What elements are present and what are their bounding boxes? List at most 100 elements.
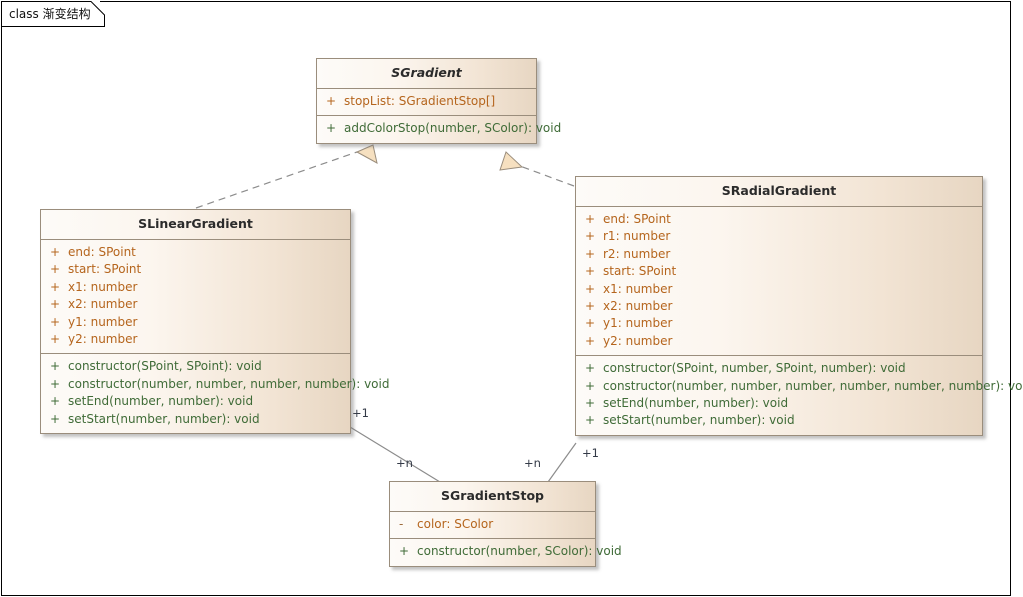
member-signature: constructor(SPoint, SPoint): void — [68, 359, 262, 374]
frame-border-bottom — [1, 595, 1011, 596]
member-signature: x1: number — [68, 279, 138, 294]
class-title-slineargradient: SLinearGradient — [41, 210, 350, 240]
operation-row: + constructor(number, SColor): void — [390, 543, 622, 560]
attribute-row: + start: SPoint — [576, 263, 982, 280]
diagram-title-label: class 渐变结构 — [9, 7, 91, 21]
member-signature: constructor(number, number, number, numb… — [68, 376, 390, 391]
class-title-sgradient: SGradient — [317, 59, 536, 89]
visibility-marker: + — [50, 245, 61, 259]
member-signature: end: SPoint — [603, 212, 671, 226]
visibility-marker: + — [50, 262, 61, 277]
member-signature: end: SPoint — [68, 245, 136, 259]
frame-border-top — [100, 1, 1011, 2]
attribute-row: - color: SColor — [390, 516, 595, 533]
class-box-slineargradient[interactable]: SLinearGradient + end: SPoint + start: S… — [40, 209, 389, 435]
member-signature: addColorStop(number, SColor): void — [344, 121, 562, 136]
visibility-marker: + — [50, 359, 61, 374]
member-signature: setStart(number, number): void — [603, 413, 795, 428]
class-box-sgradient[interactable]: SGradient + stopList: SGradientStop[] + … — [316, 58, 561, 144]
visibility-marker: + — [50, 297, 61, 312]
visibility-marker: + — [585, 229, 596, 244]
class-title-sradialgradient: SRadialGradient — [576, 177, 982, 207]
class-attributes-sradialgradient: + end: SPoint + r1: number + r2: number … — [576, 207, 982, 357]
class-box-sgradientstop[interactable]: SGradientStop - color: SColor + construc… — [389, 481, 622, 567]
visibility-marker: + — [326, 121, 337, 136]
visibility-marker: + — [585, 333, 596, 348]
class-box-sradialgradient[interactable]: SRadialGradient + end: SPoint + r1: numb… — [575, 176, 1023, 436]
multiplicity-linear-1: +1 — [352, 406, 369, 420]
visibility-marker: + — [585, 316, 596, 331]
class-operations-sgradient: + addColorStop(number, SColor): void — [317, 116, 561, 142]
attribute-row: + y1: number — [576, 315, 982, 332]
member-signature: y2: number — [603, 333, 673, 348]
class-attributes-sgradient: + stopList: SGradientStop[] — [317, 89, 536, 117]
member-signature: x2: number — [603, 299, 673, 314]
frame-border-right — [1010, 1, 1011, 596]
member-signature: start: SPoint — [68, 262, 142, 277]
attribute-row: + end: SPoint — [41, 244, 350, 261]
attribute-row: + r2: number — [576, 246, 982, 263]
member-signature: y2: number — [68, 332, 138, 347]
visibility-marker: + — [50, 376, 61, 391]
member-signature: setStart(number, number): void — [68, 411, 260, 426]
attribute-row: + x2: number — [576, 298, 982, 315]
multiplicity-stop-n-left: +n — [396, 456, 413, 470]
attribute-row: + x1: number — [576, 281, 982, 298]
attribute-row: + end: SPoint — [576, 211, 982, 228]
attribute-row: + y1: number — [41, 314, 350, 331]
member-signature: color: SColor — [417, 517, 494, 531]
member-signature: y1: number — [603, 316, 673, 331]
visibility-marker: + — [50, 279, 61, 294]
frame-border-left — [1, 14, 2, 596]
member-signature: start: SPoint — [603, 264, 677, 279]
realization-radial-to-gradient — [499, 151, 575, 187]
operation-row: + setStart(number, number): void — [41, 411, 350, 428]
class-operations-sgradientstop: + constructor(number, SColor): void — [390, 539, 622, 565]
operation-row: + constructor(SPoint, SPoint): void — [41, 358, 350, 375]
visibility-marker: + — [585, 299, 596, 314]
tab-shape-icon — [1, 1, 105, 27]
class-operations-slineargradient: + constructor(SPoint, SPoint): void + co… — [41, 354, 389, 433]
class-attributes-slineargradient: + end: SPoint + start: SPoint + x1: numb… — [41, 240, 350, 355]
visibility-marker: + — [585, 212, 596, 226]
operation-row: + constructor(number, number, number, nu… — [41, 376, 389, 393]
member-signature: stopList: SGradientStop[] — [344, 94, 496, 108]
member-signature: r1: number — [603, 229, 671, 244]
multiplicity-radial-1: +1 — [582, 446, 599, 460]
member-signature: constructor(number, number, number, numb… — [603, 378, 1023, 393]
member-signature: constructor(SPoint, number, SPoint, numb… — [603, 361, 906, 376]
operation-row: + setEnd(number, number): void — [41, 393, 350, 410]
member-signature: setEnd(number, number): void — [68, 394, 254, 409]
attribute-row: + stopList: SGradientStop[] — [317, 93, 536, 110]
diagram-title-tab[interactable]: class 渐变结构 — [1, 1, 105, 27]
attribute-row: + x1: number — [41, 279, 350, 296]
operation-row: + addColorStop(number, SColor): void — [317, 120, 561, 137]
visibility-marker: - — [399, 517, 404, 531]
visibility-marker: + — [50, 411, 61, 426]
member-signature: y1: number — [68, 314, 138, 329]
attribute-row: + r1: number — [576, 228, 982, 245]
operation-row: + setStart(number, number): void — [576, 412, 982, 429]
realization-linear-to-gradient — [195, 144, 378, 209]
visibility-marker: + — [585, 378, 596, 393]
class-operations-sradialgradient: + constructor(SPoint, number, SPoint, nu… — [576, 356, 1023, 435]
association-radial-to-stop — [547, 442, 577, 483]
visibility-marker: + — [50, 332, 61, 347]
operation-row: + setEnd(number, number): void — [576, 395, 982, 412]
class-attributes-sgradientstop: - color: SColor — [390, 512, 595, 540]
class-title-sgradientstop: SGradientStop — [390, 482, 595, 512]
association-linear-to-stop — [349, 426, 441, 483]
visibility-marker: + — [585, 246, 596, 261]
operation-row: + constructor(SPoint, number, SPoint, nu… — [576, 360, 982, 377]
member-signature: constructor(number, SColor): void — [417, 544, 622, 559]
member-signature: x2: number — [68, 297, 138, 312]
operation-row: + constructor(number, number, number, nu… — [576, 378, 1023, 395]
attribute-row: + y2: number — [576, 333, 982, 350]
visibility-marker: + — [50, 314, 61, 329]
member-signature: x1: number — [603, 281, 673, 296]
visibility-marker: + — [585, 264, 596, 279]
multiplicity-stop-n-right: +n — [524, 456, 541, 470]
attribute-row: + start: SPoint — [41, 261, 350, 278]
visibility-marker: + — [50, 394, 61, 409]
